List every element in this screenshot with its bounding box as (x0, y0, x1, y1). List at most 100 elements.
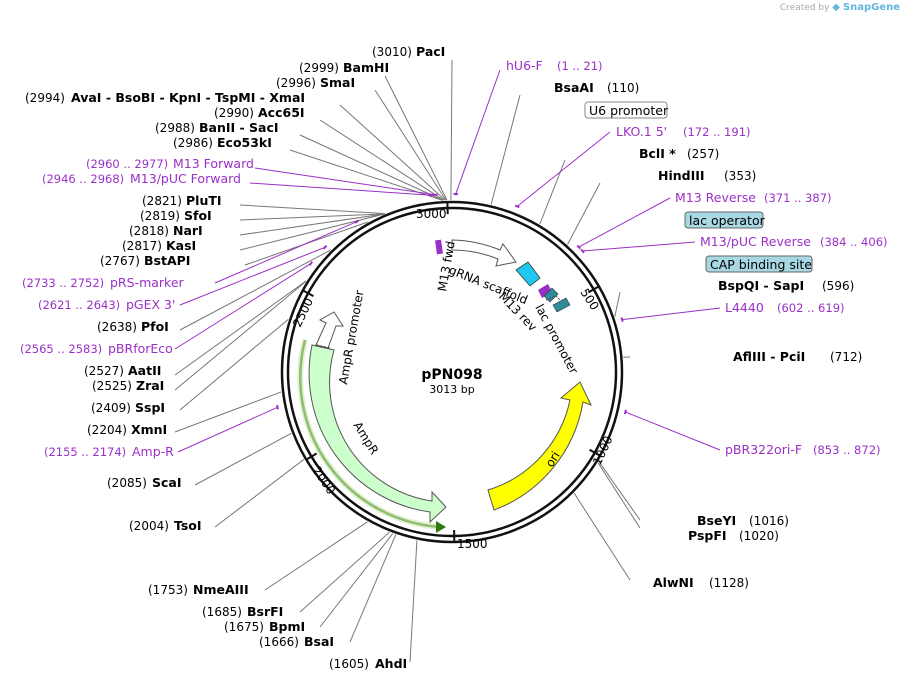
enzyme-pos: (2990) (214, 106, 254, 120)
enzyme-leader-line (299, 134, 444, 201)
enzyme-name[interactable]: BanII - SacI (199, 120, 279, 135)
primer-range: (384 .. 406) (820, 235, 888, 249)
enzyme-leader-line (264, 521, 368, 591)
lac-operator-label: lac operator (689, 213, 766, 228)
u6-promoter-box[interactable] (584, 101, 668, 119)
enzyme-name[interactable]: AlwNI (653, 575, 694, 590)
primer-name[interactable]: pBRforEco (108, 341, 173, 356)
primer-leader-line (625, 411, 721, 451)
enzyme-leader-line (614, 291, 621, 317)
enzyme-name[interactable]: PluTI (186, 193, 222, 208)
enzyme-pos: (596) (822, 279, 854, 293)
enzyme-leader-line (239, 204, 385, 215)
enzyme-pos: (1666) (259, 635, 299, 649)
primer-range: (2946 .. 2968) (42, 172, 124, 186)
enzyme-name[interactable]: SfoI (184, 208, 212, 223)
primer-mark (354, 219, 360, 224)
enzyme-name[interactable]: Eco53kI (217, 135, 272, 150)
primer-name[interactable]: hU6-F (506, 58, 543, 73)
enzyme-name[interactable]: AatII (128, 363, 161, 378)
enzyme-pos: (2818) (129, 224, 169, 238)
enzyme-pos: (2409) (91, 401, 131, 415)
lac-promoter-feature[interactable] (552, 297, 571, 313)
enzyme-name[interactable]: KasI (166, 238, 196, 253)
enzyme-name[interactable]: TsoI (174, 518, 202, 533)
primer-leader-line (516, 131, 611, 207)
enzyme-name[interactable]: BpmI (269, 619, 305, 634)
primer-leader-line (254, 167, 436, 196)
enzyme-name[interactable]: BseYI (697, 513, 736, 528)
enzyme-name[interactable]: BsaAI (554, 80, 594, 95)
enzyme-name[interactable]: HindIII (658, 168, 705, 183)
enzyme-pos: (2638) (97, 320, 137, 334)
primer-range: (2960 .. 2977) (86, 157, 168, 171)
enzyme-name[interactable]: BsrFI (247, 604, 283, 619)
enzyme-name[interactable]: BclI * (639, 146, 676, 161)
primer-name[interactable]: L4440 (725, 300, 764, 315)
ampr-promoter-feature[interactable] (315, 311, 344, 349)
enzyme-name[interactable]: ScaI (152, 475, 182, 490)
enzyme-name[interactable]: BspQI - SapI (718, 278, 804, 293)
enzyme-name[interactable]: BsaI (304, 634, 334, 649)
enzyme-leader-line (319, 119, 445, 201)
enzyme-name[interactable]: NmeAIII (193, 582, 249, 597)
primer-name[interactable]: M13 Forward (173, 156, 254, 171)
enzyme-name[interactable]: SmaI (320, 75, 355, 90)
ampr-orf-arrowhead (436, 521, 446, 533)
enzyme-name[interactable]: PfoI (141, 319, 169, 334)
enzyme-name[interactable]: BstAPI (144, 253, 190, 268)
primer-range: (853 .. 872) (813, 443, 881, 457)
enzyme-pos: (1753) (148, 583, 188, 597)
enzyme-name[interactable]: PacI (416, 44, 445, 59)
cap-site-feature[interactable] (543, 287, 559, 303)
enzyme-name[interactable]: AvaI - BsoBI - KpnI - TspMI - XmaI (71, 90, 305, 105)
primer-mark (623, 409, 627, 415)
enzyme-leader-line (174, 281, 306, 391)
lac-operator-feature[interactable] (515, 261, 541, 287)
enzyme-name[interactable]: NarI (173, 223, 203, 238)
primer-name[interactable]: pGEX 3' (126, 297, 175, 312)
primer-name[interactable]: M13 Reverse (675, 190, 756, 205)
leader-lines (174, 59, 641, 663)
tick-mark (589, 448, 601, 457)
cap-binding-site-box[interactable] (705, 255, 813, 273)
tick-label-1500: 1500 (457, 537, 488, 551)
enzyme-pos: (1605) (329, 657, 369, 671)
tick-label-500: 500 (577, 286, 601, 313)
enzyme-leader-line (349, 534, 397, 643)
primer-name[interactable]: LKO.1 5' (616, 124, 667, 139)
primer-mark (428, 193, 434, 197)
enzyme-name[interactable]: SspI (135, 400, 165, 415)
enzyme-name[interactable]: ZraI (136, 378, 164, 393)
m13-rev-feature[interactable] (538, 284, 552, 298)
ori-feature[interactable] (487, 381, 592, 511)
enzyme-leader-line (194, 432, 292, 486)
primer-leader-line (582, 241, 696, 252)
enzyme-name[interactable]: AhdI (375, 656, 407, 671)
lac-operator-box[interactable] (684, 211, 764, 229)
primer-name[interactable]: M13/pUC Reverse (700, 234, 811, 249)
primer-mark (322, 245, 328, 250)
enzyme-pos: (2986) (173, 136, 213, 150)
primer-name[interactable]: pBR322ori-F (725, 442, 802, 457)
enzyme-pos: (2819) (140, 209, 180, 223)
enzyme-name[interactable]: BamHI (343, 60, 389, 75)
enzyme-name[interactable]: XmnI (131, 422, 167, 437)
boxed-features: U6 promoter lac operator CAP binding sit… (584, 101, 813, 273)
primer-name[interactable]: Amp-R (132, 444, 174, 459)
enzyme-name[interactable]: Acc65I (258, 105, 305, 120)
gRNA-scaffold-feature[interactable] (451, 239, 517, 267)
enzyme-pos: (2999) (299, 61, 339, 75)
enzyme-name[interactable]: PspFI (688, 528, 727, 543)
enzyme-pos: (353) (724, 169, 756, 183)
ampr-feature[interactable] (308, 344, 447, 524)
primer-name[interactable]: pRS-marker (110, 275, 185, 290)
primer-leader-line (177, 406, 278, 453)
primer-name[interactable]: M13/pUC Forward (130, 171, 241, 186)
enzyme-leader-line (573, 492, 631, 581)
enzyme-name[interactable]: AflIII - PciI (733, 349, 805, 364)
primer-mark (576, 244, 582, 250)
snapgene-logo-icon: ◆ (832, 2, 840, 13)
enzyme-leader-line (319, 533, 394, 628)
m13-fwd-feature[interactable] (435, 239, 443, 255)
